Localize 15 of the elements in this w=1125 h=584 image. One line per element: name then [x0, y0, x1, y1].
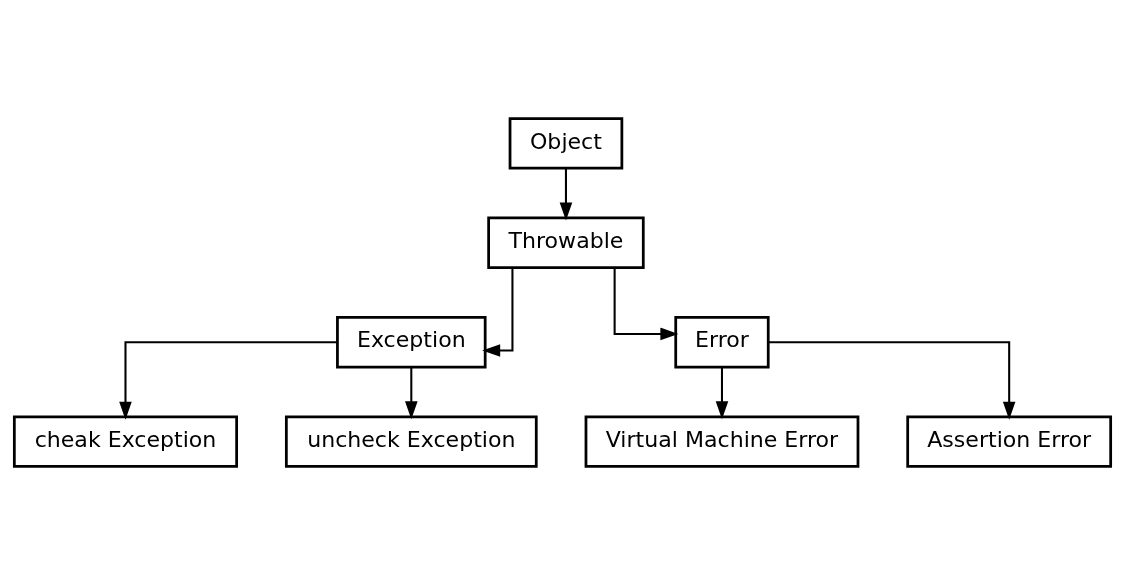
- arrow: [482, 267, 514, 357]
- node-box: Exception: [336, 315, 487, 368]
- node-box: cheak Exception: [12, 414, 238, 468]
- node-box: uncheck Exception: [284, 414, 538, 468]
- arrow: [715, 366, 729, 419]
- arrow: [613, 267, 679, 340]
- node-box: Assertion Error: [906, 414, 1113, 468]
- node-box: Throwable: [487, 216, 645, 269]
- node-box: Virtual Machine Error: [584, 414, 860, 468]
- arrow: [119, 340, 338, 420]
- arrow: [768, 340, 1016, 420]
- arrow: [405, 366, 418, 419]
- node-box: Object: [508, 116, 624, 170]
- node-box: Error: [674, 315, 770, 368]
- arrow: [559, 167, 573, 220]
